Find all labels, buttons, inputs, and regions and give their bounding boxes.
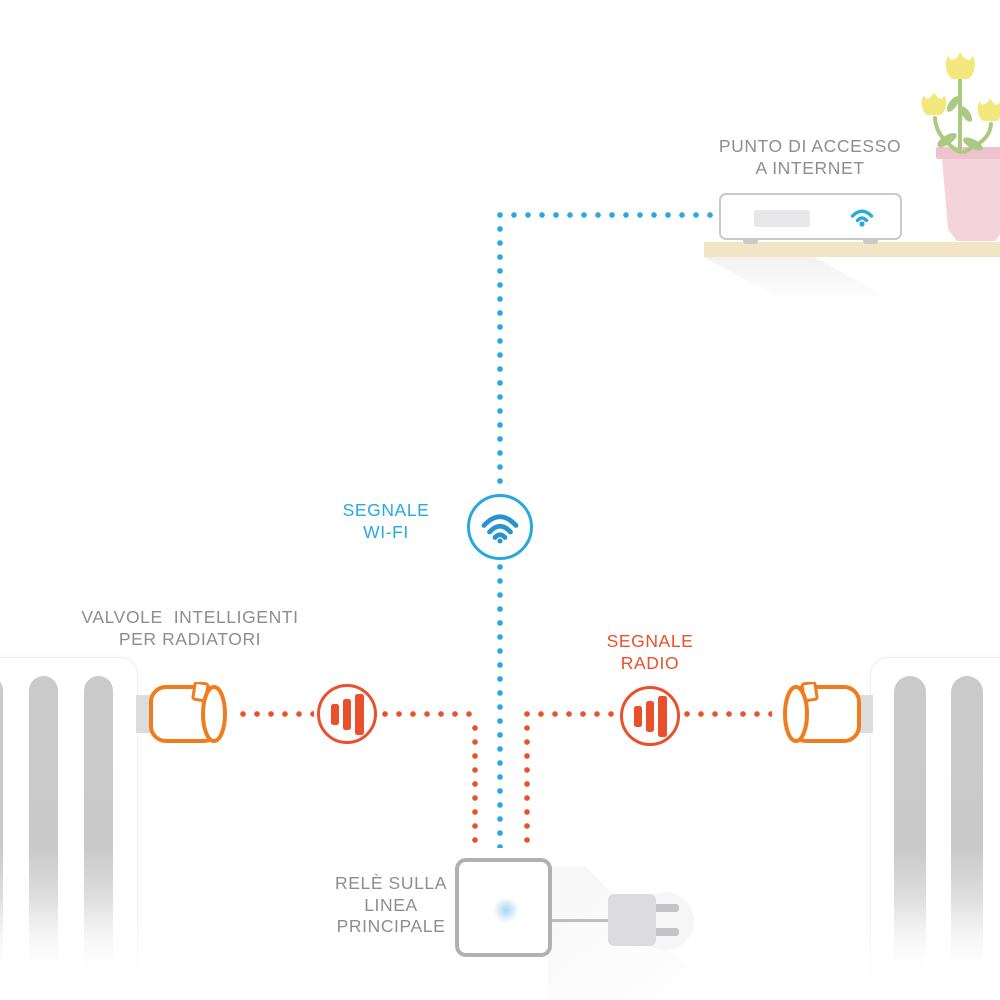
flower-pot-rim	[936, 147, 1000, 159]
flower-pot	[942, 159, 1000, 241]
wifi-line-lower	[497, 564, 503, 848]
wifi-signal-label-line1: SEGNALE	[342, 500, 430, 520]
radio-line-right-a	[524, 711, 618, 717]
radio-signal-label-line2: RADIO	[620, 652, 680, 673]
valves-label: VALVOLE INTELLIGENTI PER RADIATORI	[68, 607, 312, 650]
smart-valve-left	[149, 682, 227, 743]
wifi-signal-label: SEGNALE WI-FI	[330, 500, 442, 543]
signal-bars-icon	[342, 698, 351, 730]
radiator-right	[870, 657, 1000, 1000]
power-plug-icon	[608, 894, 656, 946]
radiator-fin	[951, 676, 983, 988]
signal-bars-icon	[354, 693, 364, 735]
plug-cord	[552, 919, 612, 922]
router-display-panel	[754, 210, 810, 227]
valve-connector-left	[136, 695, 153, 733]
relay-box	[455, 858, 552, 957]
power-plug-pin	[654, 928, 679, 936]
wifi-line-upper	[497, 226, 503, 488]
access-point-label: PUNTO DI ACCESSO A INTERNET	[697, 136, 923, 179]
radio-signal-badge-right	[620, 686, 680, 746]
relay-label: RELÈ SULLA LINEA PRINCIPALE	[331, 873, 451, 938]
relay-label-line3: PRINCIPALE	[336, 916, 446, 936]
relay-status-light	[493, 897, 519, 923]
radio-line-left-b	[382, 711, 478, 717]
wifi-icon	[481, 514, 519, 544]
radiator-left	[0, 657, 138, 1000]
access-point-label-line1: PUNTO DI ACCESSO	[718, 136, 902, 156]
valves-label-line1: VALVOLE INTELLIGENTI	[81, 607, 299, 627]
radio-signal-label-line1: SEGNALE	[606, 631, 694, 651]
radio-signal-label: SEGNALE RADIO	[598, 631, 702, 674]
router-foot	[863, 239, 878, 244]
wifi-signal-badge	[467, 494, 533, 560]
radiator-fin	[29, 676, 58, 988]
radiator-fin	[84, 676, 113, 988]
valves-label-line2: PER RADIATORI	[118, 628, 262, 649]
signal-bars-icon	[330, 703, 339, 725]
shelf	[704, 242, 1000, 257]
signal-bars-icon	[657, 695, 667, 737]
router-foot	[743, 239, 758, 244]
radio-line-left-a	[240, 711, 314, 717]
radio-signal-badge-left	[317, 684, 377, 744]
radiator-fin	[0, 676, 3, 988]
relay-label-line1: RELÈ SULLA	[334, 873, 448, 893]
wifi-line-horizontal	[497, 212, 719, 218]
power-plug-pin	[654, 904, 679, 912]
radiator-fin	[894, 676, 926, 988]
signal-bars-icon	[645, 700, 654, 732]
internet-router	[719, 193, 902, 244]
signal-bars-icon	[633, 705, 642, 727]
shelf-shadow	[704, 257, 894, 301]
radio-line-left-down	[472, 725, 478, 849]
relay-label-line2: LINEA	[364, 894, 418, 915]
radio-line-right-b	[684, 711, 772, 717]
access-point-label-line2: A INTERNET	[755, 157, 865, 178]
wifi-icon-small	[850, 209, 874, 227]
smart-valve-right	[783, 682, 861, 743]
wifi-signal-label-line2: WI-FI	[363, 521, 409, 542]
tulips-icon	[921, 52, 1000, 154]
radio-line-right-down	[524, 725, 530, 849]
